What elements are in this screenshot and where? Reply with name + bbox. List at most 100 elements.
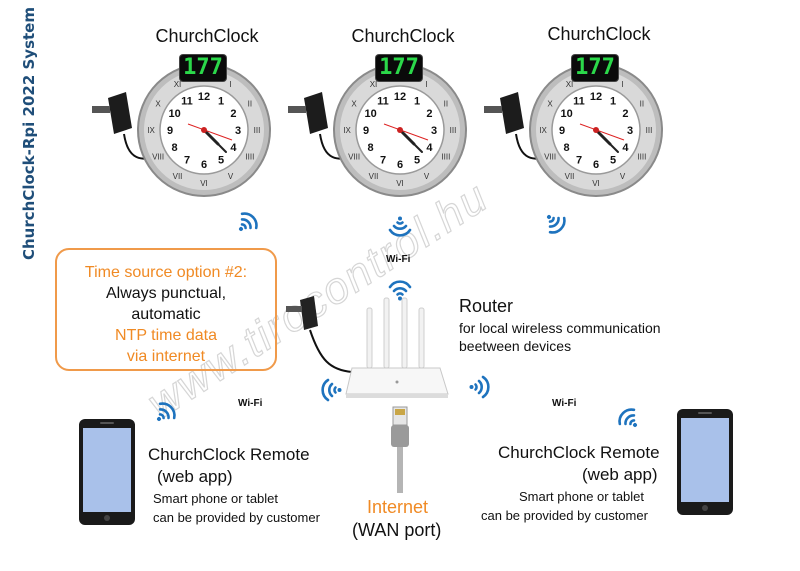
remote-right-desc-1: Smart phone or tablet: [519, 489, 645, 504]
remote-left-desc-2: can be provided by customer: [153, 510, 320, 525]
clock-numeral: 10: [560, 108, 572, 120]
remote-right-desc-2: can be provided by customer: [481, 508, 648, 523]
roman-numeral: IIII: [245, 153, 254, 162]
wifi-icon-router-left: [321, 378, 342, 402]
internet-title: Internet: [367, 497, 429, 517]
clock-numeral: 4: [426, 142, 433, 154]
roman-numeral: IX: [343, 126, 351, 135]
roman-numeral: XI: [566, 80, 574, 89]
smartphone-left-icon: [79, 419, 135, 525]
wifi-icon-router-right: [469, 375, 490, 399]
remote-left-title: ChurchClock Remote: [148, 445, 310, 464]
roman-numeral: IX: [147, 126, 155, 135]
roman-numeral: I: [425, 80, 427, 89]
router-image: [286, 296, 449, 398]
clock-numeral: 3: [627, 125, 633, 137]
roman-numeral: VII: [369, 172, 379, 181]
wifi-icon-clock-1: [238, 212, 258, 232]
clock-numeral: 9: [363, 125, 369, 137]
roman-numeral: V: [424, 172, 430, 181]
roman-numeral: IIII: [441, 153, 450, 162]
clock-numeral: 3: [235, 125, 241, 137]
roman-numeral: II: [640, 100, 644, 109]
note-line-5: via internet: [126, 348, 206, 365]
clock-numeral: 5: [218, 154, 224, 166]
note-line-1: Time source option #2:: [84, 264, 248, 281]
roman-numeral: V: [620, 172, 626, 181]
clock-numeral: 4: [622, 142, 629, 154]
roman-numeral: IX: [539, 126, 547, 135]
wifi-icon-router-top: [388, 280, 412, 301]
roman-numeral: XI: [370, 80, 378, 89]
clock-numeral: 2: [622, 108, 628, 120]
roman-numeral: VII: [173, 172, 183, 181]
clock-numeral: 7: [380, 154, 386, 166]
roman-numeral: II: [444, 100, 448, 109]
remote-left-desc-1: Smart phone or tablet: [153, 491, 279, 506]
roman-numeral: VI: [200, 179, 208, 188]
clock-numeral: 12: [394, 91, 406, 103]
clock-numeral: 8: [564, 142, 570, 154]
clock-numeral: 1: [414, 96, 420, 108]
clock-numeral: 8: [172, 142, 178, 154]
clock-numeral: 11: [377, 96, 389, 108]
roman-numeral: III: [254, 126, 261, 135]
internet-subtitle: (WAN port): [352, 520, 442, 540]
wifi-icon-phone-left: [156, 402, 176, 422]
clock-numeral: 9: [167, 125, 173, 137]
roman-numeral: I: [621, 80, 623, 89]
roman-numeral: VI: [396, 179, 404, 188]
clock-numeral: 1: [218, 96, 224, 108]
roman-numeral: II: [248, 100, 252, 109]
wifi-tag-right: Wi-Fi: [552, 398, 577, 409]
router-title: Router: [459, 296, 514, 316]
roman-numeral: VIII: [152, 153, 164, 162]
clock-label-2: ChurchClock: [351, 26, 455, 46]
note-line-4: NTP time data: [115, 327, 217, 344]
clock-numeral: 1: [610, 96, 616, 108]
wifi-icon-clock-3: [546, 214, 566, 234]
roman-numeral: VIII: [348, 153, 360, 162]
roman-numeral: V: [228, 172, 234, 181]
counter-display-1: 177: [180, 55, 226, 81]
clock-numeral: 6: [201, 159, 207, 171]
clock-numeral: 12: [590, 91, 602, 103]
remote-left-subtitle: (web app): [157, 467, 233, 486]
clock-label-1: ChurchClock: [155, 26, 259, 46]
roman-numeral: VII: [565, 172, 575, 181]
clock-3: XIIIIIIIIIIIIVVIVIIVIIIIXXXI121234567891…: [484, 63, 663, 197]
router-power-adapter-icon: [286, 296, 353, 373]
clock-numeral: 3: [431, 125, 437, 137]
roman-numeral: III: [450, 126, 457, 135]
note-line-2: Always punctual,: [105, 285, 227, 302]
clock-label-3: ChurchClock: [547, 24, 651, 44]
clock-numeral: 10: [364, 108, 376, 120]
clock-numeral: 2: [230, 108, 236, 120]
clock-numeral: 11: [181, 96, 193, 108]
clock-numeral: 5: [610, 154, 616, 166]
remote-right-subtitle: (web app): [582, 465, 658, 484]
wifi-icon-phone-right: [618, 408, 638, 428]
clock-numeral: 11: [573, 96, 585, 108]
clock-numeral: 9: [559, 125, 565, 137]
router-desc-1: for local wireless communication: [459, 320, 661, 336]
clock-numeral: 12: [198, 91, 210, 103]
wifi-tag-top: Wi-Fi: [386, 254, 411, 265]
roman-numeral: X: [547, 100, 553, 109]
clock-numeral: 2: [426, 108, 432, 120]
counter-display-3: 177: [572, 55, 618, 81]
clock-numeral: 6: [397, 159, 403, 171]
clock-numeral: 6: [593, 159, 599, 171]
smartphone-right-icon: [677, 409, 733, 515]
roman-numeral: IIII: [637, 153, 646, 162]
router-desc-2: beetween devices: [459, 338, 572, 354]
roman-numeral: XI: [174, 80, 182, 89]
clock-2: XIIIIIIIIIIIIVVIVIIVIIIIXXXI121234567891…: [288, 63, 467, 197]
clock-numeral: 7: [576, 154, 582, 166]
clock-numeral: 5: [414, 154, 420, 166]
clock-numeral: 8: [368, 142, 374, 154]
roman-numeral: I: [229, 80, 231, 89]
roman-numeral: III: [646, 126, 653, 135]
ethernet-cable-icon: [391, 406, 409, 493]
counter-display-2: 177: [376, 55, 422, 81]
